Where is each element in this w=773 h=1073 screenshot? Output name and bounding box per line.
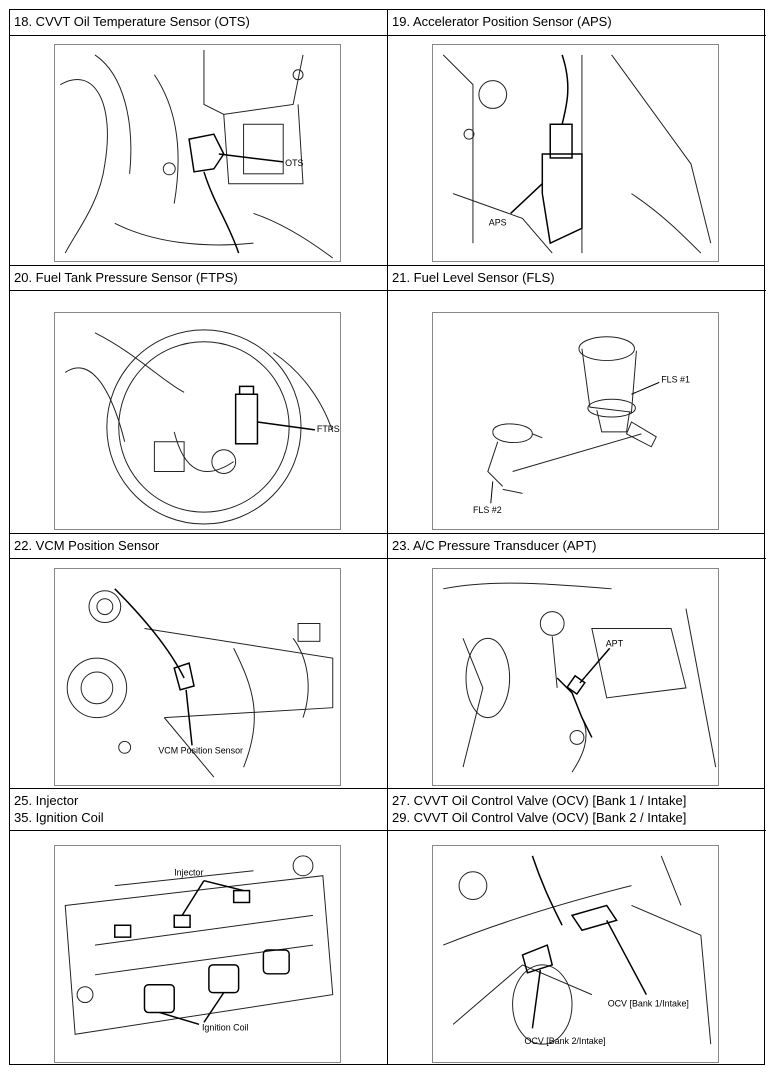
- injector-coil-diagram: Injector Ignition Coil: [54, 845, 341, 1063]
- row-divider: [10, 788, 764, 789]
- cell-title: 23. A/C Pressure Transducer (APT): [392, 538, 597, 553]
- ftps-diagram: FTPS: [54, 312, 341, 530]
- cell-ocv: 27. CVVT Oil Control Valve (OCV) [Bank 1…: [388, 789, 766, 1066]
- fls-diagram: FLS #1 FLS #2: [432, 312, 719, 530]
- cell-title: 19. Accelerator Position Sensor (APS): [392, 14, 612, 29]
- ignition-coil-callout: Ignition Coil: [202, 1022, 249, 1032]
- ocv-diagram: OCV [Bank 1/Intake] OCV [Bank 2/Intake]: [432, 845, 719, 1063]
- cell-title-2: 35. Ignition Coil: [14, 810, 104, 825]
- cell-apt: 23. A/C Pressure Transducer (APT): [388, 534, 766, 788]
- ots-diagram: OTS: [54, 44, 341, 262]
- injector-callout: Injector: [174, 868, 203, 878]
- cell-title: 22. VCM Position Sensor: [14, 538, 160, 553]
- ftps-callout: FTPS: [317, 424, 340, 434]
- row-divider: [10, 533, 764, 534]
- apt-diagram: APT: [432, 568, 719, 786]
- sensor-table: 18. CVVT Oil Temperature Sensor (OTS): [9, 9, 766, 1066]
- aps-diagram: APS: [432, 44, 719, 262]
- ocv-bank2-callout: OCV [Bank 2/Intake]: [524, 1036, 605, 1046]
- fls-callout-1: FLS #1: [661, 374, 690, 384]
- cell-title: 21. Fuel Level Sensor (FLS): [392, 270, 555, 285]
- aps-callout: APS: [489, 217, 507, 227]
- cell-ots: 18. CVVT Oil Temperature Sensor (OTS): [10, 10, 387, 265]
- column-divider: [387, 10, 388, 1064]
- row-divider: [10, 265, 764, 266]
- cell-title: 20. Fuel Tank Pressure Sensor (FTPS): [14, 270, 238, 285]
- cell-title-1: 25. Injector: [14, 793, 79, 808]
- cell-injector-coil: 25. Injector 35. Ignition Coil: [10, 789, 387, 1066]
- cell-vcm: 22. VCM Position Sensor: [10, 534, 387, 788]
- cell-title-1: 27. CVVT Oil Control Valve (OCV) [Bank 1…: [392, 793, 687, 808]
- fls-callout-2: FLS #2: [473, 505, 502, 515]
- ots-callout: OTS: [285, 158, 303, 168]
- vcm-diagram: VCM Position Sensor: [54, 568, 341, 786]
- cell-title-2: 29. CVVT Oil Control Valve (OCV) [Bank 2…: [392, 810, 687, 825]
- cell-fls: 21. Fuel Level Sensor (FLS): [388, 266, 766, 533]
- apt-callout: APT: [606, 638, 624, 648]
- cell-ftps: 20. Fuel Tank Pressure Sensor (FTPS): [10, 266, 387, 533]
- cell-aps: 19. Accelerator Position Sensor (APS): [388, 10, 766, 265]
- vcm-callout: VCM Position Sensor: [158, 745, 243, 755]
- cell-title: 18. CVVT Oil Temperature Sensor (OTS): [14, 14, 250, 29]
- ocv-bank1-callout: OCV [Bank 1/Intake]: [608, 999, 689, 1009]
